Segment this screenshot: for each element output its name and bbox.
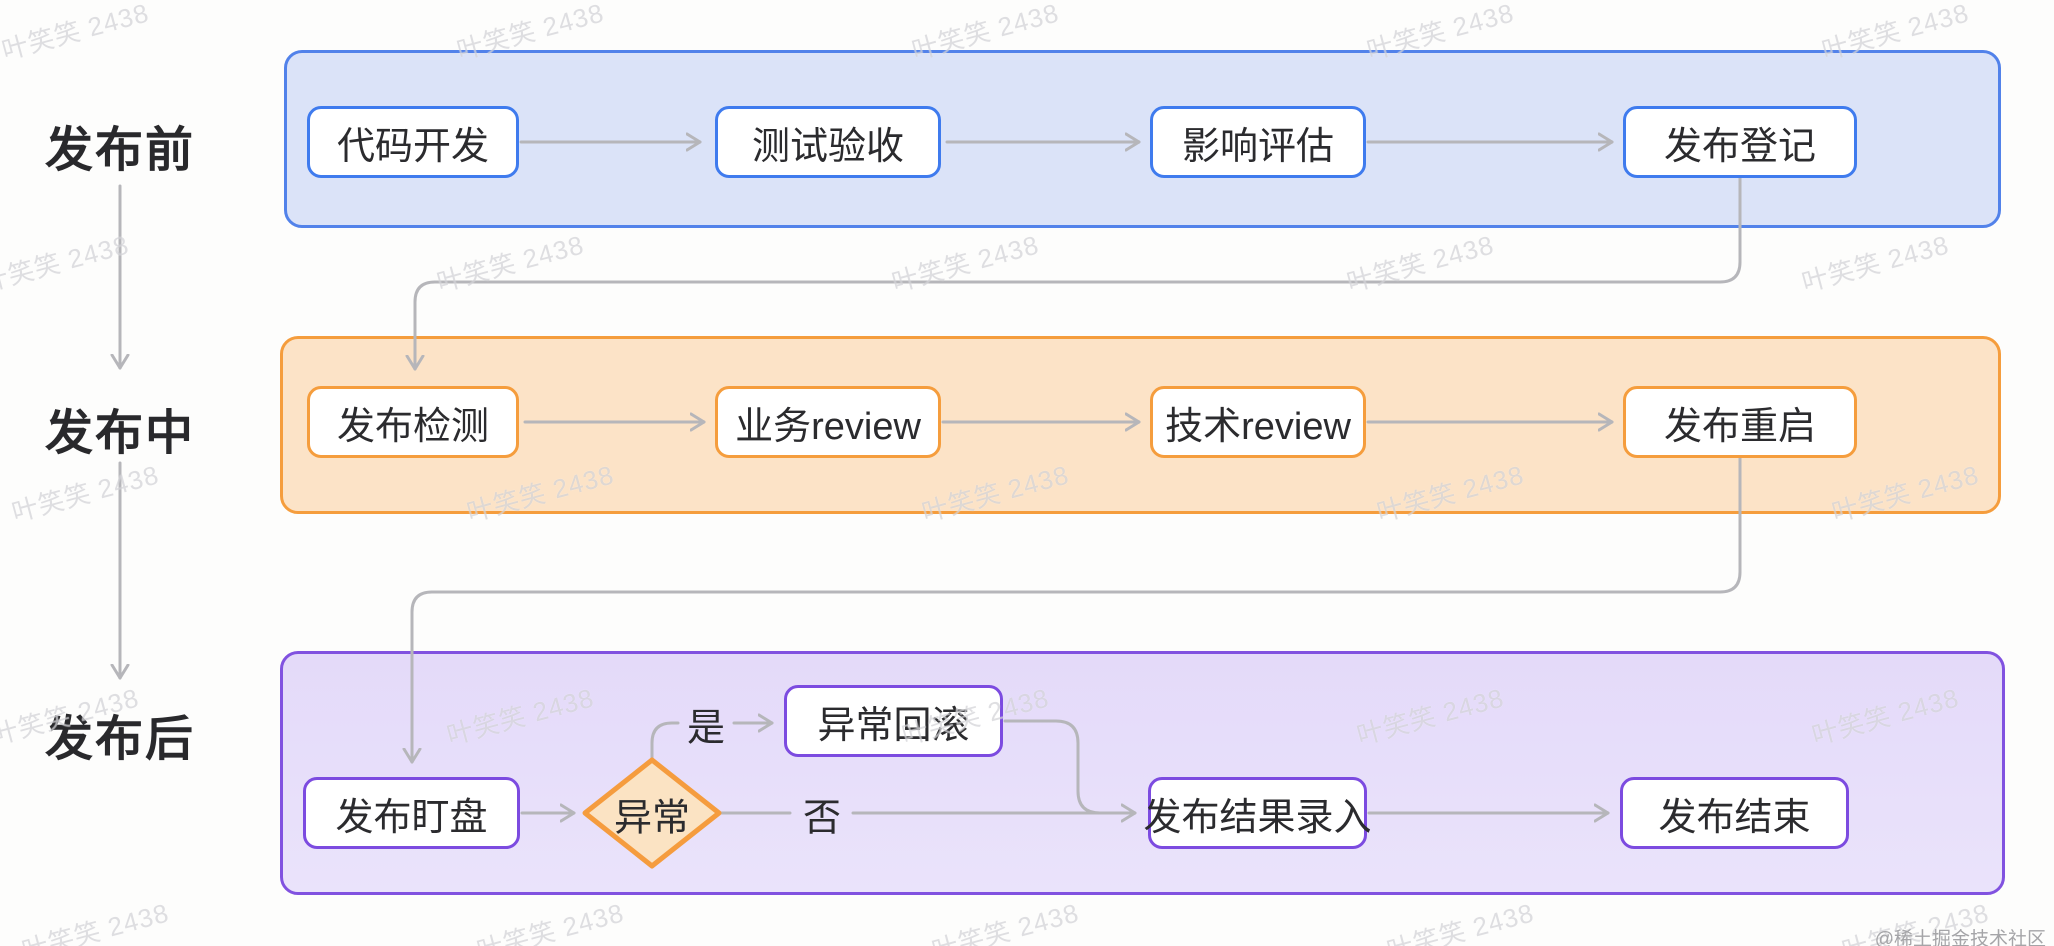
node-release-restart: 发布重启 (1623, 386, 1857, 458)
node-release-check: 发布检测 (307, 386, 519, 458)
watermark-text: 叶笑笑 2438 (1798, 229, 1953, 298)
watermark-text: 叶笑笑 2438 (1343, 229, 1498, 298)
watermark-text: 叶笑笑 2438 (928, 897, 1083, 946)
exception-decision-label: 异常 (613, 797, 691, 840)
phase-label-pre-release: 发布前 (44, 124, 196, 177)
node-release-monitoring: 发布盯盘 (303, 777, 520, 849)
node-release-result-entry: 发布结果录入 (1144, 777, 1372, 849)
node-release-registration: 发布登记 (1623, 106, 1857, 178)
node-release-finish: 发布结束 (1620, 777, 1849, 849)
watermark-text: 叶笑笑 2438 (0, 229, 133, 298)
node-exception-rollback: 异常回滚 (784, 685, 1003, 757)
node-tech-review: 技术review (1150, 386, 1366, 458)
branch-label-no: 否 (802, 797, 842, 840)
node-code-development: 代码开发 (307, 106, 519, 178)
phase-label-post-release: 发布后 (44, 713, 196, 766)
watermark-text: 叶笑笑 2438 (888, 229, 1043, 298)
watermark-text: 叶笑笑 2438 (8, 459, 163, 528)
watermark-text: 叶笑笑 2438 (433, 229, 588, 298)
phase-label-in-release: 发布中 (44, 407, 196, 460)
watermark-text: 叶笑笑 2438 (473, 897, 628, 946)
node-business-review: 业务review (715, 386, 941, 458)
phase-container-post-release (280, 651, 2005, 895)
branch-label-yes: 是 (686, 707, 726, 750)
watermark-text: 叶笑笑 2438 (18, 897, 173, 946)
watermark-text: 叶笑笑 2438 (0, 0, 153, 66)
community-credit: @稀土掘金技术社区 (1874, 929, 2046, 946)
node-impact-assessment: 影响评估 (1150, 106, 1366, 178)
node-test-acceptance: 测试验收 (715, 106, 941, 178)
watermark-text: 叶笑笑 2438 (1383, 897, 1538, 946)
